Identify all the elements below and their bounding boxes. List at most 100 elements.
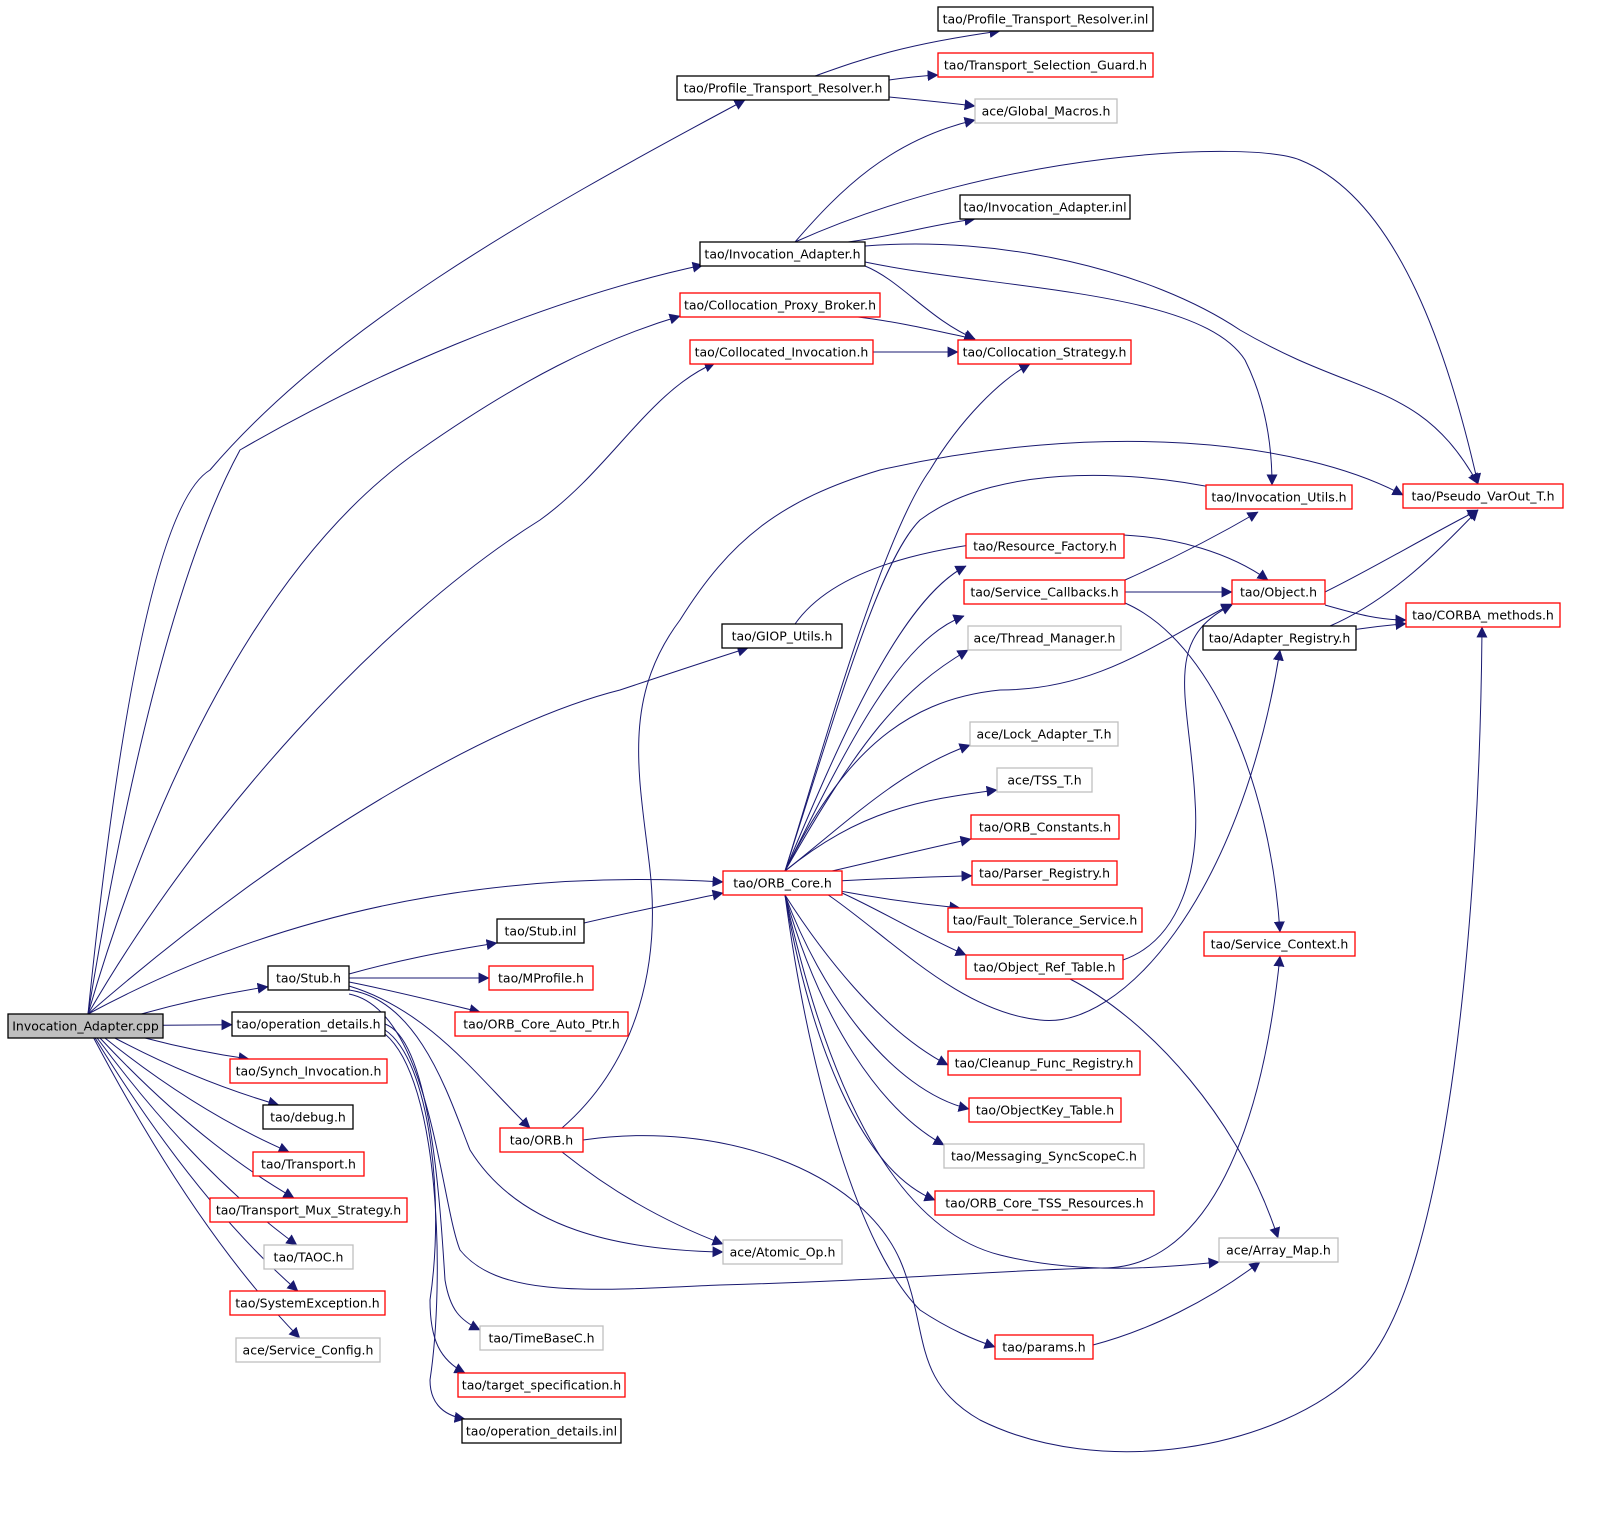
- node-label: tao/Collocation_Proxy_Broker.h: [684, 298, 876, 313]
- node-tao-mprofile-h[interactable]: tao/MProfile.h: [488, 965, 594, 991]
- node-tao-params-h[interactable]: tao/params.h: [994, 1334, 1094, 1360]
- node-invocation-adapter-cpp[interactable]: Invocation_Adapter.cpp: [7, 1013, 164, 1039]
- edge-n23-to-n22: [841, 870, 973, 882]
- node-box: [499, 1127, 584, 1153]
- node-tao-messaging-syncscopec-h[interactable]: tao/Messaging_SyncScopeC.h: [943, 1143, 1145, 1169]
- node-ace-tss-t-h[interactable]: ace/TSS_T.h: [996, 767, 1093, 793]
- edge-n0-to-n32: [144, 1037, 250, 1063]
- node-label: tao/GIOP_Utils.h: [732, 629, 833, 644]
- node-tao-transport-selection-guard-h[interactable]: tao/Transport_Selection_Guard.h: [937, 52, 1154, 78]
- edge-n0-to-n39: [99, 1037, 295, 1199]
- edge-n6-to-n5: [847, 214, 976, 243]
- node-box: [488, 965, 594, 991]
- node-tao-profile-transport-resolver-h[interactable]: tao/Profile_Transport_Resolver.h: [676, 75, 890, 101]
- edge-n25-to-n23: [583, 889, 724, 924]
- node-ace-array-map-h[interactable]: ace/Array_Map.h: [1218, 1237, 1339, 1263]
- node-tao-invocation-adapter-inl[interactable]: tao/Invocation_Adapter.inl: [959, 194, 1131, 220]
- node-ace-atomic-op-h[interactable]: ace/Atomic_Op.h: [722, 1239, 843, 1265]
- node-tao-cleanup-func-registry-h[interactable]: tao/Cleanup_Func_Registry.h: [947, 1050, 1141, 1076]
- edge-n0-to-n43: [96, 1037, 298, 1246]
- edge-n0-to-n7: [87, 313, 681, 1015]
- node-label: tao/debug.h: [270, 1110, 346, 1125]
- node-tao-fault-tolerance-service-h[interactable]: tao/Fault_Tolerance_Service.h: [947, 907, 1143, 933]
- node-label: tao/Object_Ref_Table.h: [973, 960, 1115, 975]
- edge-n6-to-n15: [794, 150, 1482, 485]
- edge-n0-to-n37: [104, 1037, 290, 1153]
- node-tao-service-callbacks-h[interactable]: tao/Service_Callbacks.h: [963, 579, 1126, 605]
- node-tao-stub-inl[interactable]: tao/Stub.inl: [496, 918, 585, 944]
- edge-n23-to-n27: [841, 892, 967, 957]
- node-label: tao/SystemException.h: [235, 1296, 379, 1311]
- edge-n27-to-n14: [1122, 604, 1233, 961]
- edge-n23-to-n19: [784, 743, 971, 872]
- node-tao-adapter-registry-h[interactable]: tao/Adapter_Registry.h: [1202, 625, 1357, 651]
- node-tao-service-context-h[interactable]: tao/Service_Context.h: [1203, 931, 1356, 957]
- edge-n28-to-n25: [348, 939, 498, 975]
- node-tao-objectkey-table-h[interactable]: tao/ObjectKey_Table.h: [968, 1097, 1122, 1123]
- node-tao-stub-h[interactable]: tao/Stub.h: [267, 965, 350, 991]
- node-label: ace/Array_Map.h: [1226, 1243, 1331, 1258]
- edge-n23-to-n42: [784, 894, 1220, 1269]
- node-ace-service-config-h[interactable]: ace/Service_Config.h: [235, 1337, 381, 1363]
- edge-n6-to-n10: [864, 261, 1278, 486]
- edge-n23-to-n13: [784, 614, 965, 872]
- node-tao-debug-h[interactable]: tao/debug.h: [262, 1104, 354, 1130]
- node-tao-collocation-strategy-h[interactable]: tao/Collocation_Strategy.h: [957, 339, 1132, 365]
- node-tao-collocation-proxy-broker-h[interactable]: tao/Collocation_Proxy_Broker.h: [679, 292, 881, 318]
- edge-n6-to-n11: [864, 243, 1479, 485]
- node-tao-timebasec-h[interactable]: tao/TimeBaseC.h: [479, 1325, 604, 1351]
- node-ace-thread-manager-h[interactable]: ace/Thread_Manager.h: [967, 625, 1122, 651]
- node-tao-profile-transport-resolver-inl[interactable]: tao/Profile_Transport_Resolver.inl: [937, 6, 1154, 32]
- node-box: [235, 1337, 381, 1363]
- node-tao-orb-constants-h[interactable]: tao/ORB_Constants.h: [970, 814, 1120, 840]
- node-label: tao/MProfile.h: [498, 971, 584, 986]
- node-label: tao/Collocated_Invocation.h: [695, 345, 869, 360]
- node-box: [1218, 1237, 1339, 1263]
- node-tao-invocation-adapter-h[interactable]: tao/Invocation_Adapter.h: [699, 241, 866, 267]
- node-tao-parser-registry-h[interactable]: tao/Parser_Registry.h: [971, 860, 1118, 886]
- node-tao-object-h[interactable]: tao/Object.h: [1231, 579, 1326, 605]
- node-tao-resource-factory-h[interactable]: tao/Resource_Factory.h: [965, 533, 1125, 559]
- node-tao-transport-mux-strategy-h[interactable]: tao/Transport_Mux_Strategy.h: [209, 1197, 408, 1223]
- node-tao-orb-h[interactable]: tao/ORB.h: [499, 1127, 584, 1153]
- node-box: [963, 579, 1126, 605]
- node-tao-giop-utils-h[interactable]: tao/GIOP_Utils.h: [721, 623, 843, 649]
- node-tao-transport-h[interactable]: tao/Transport.h: [252, 1151, 365, 1177]
- node-label: tao/TAOC.h: [274, 1250, 344, 1265]
- node-tao-corba-methods-h[interactable]: tao/CORBA_methods.h: [1405, 602, 1561, 628]
- node-tao-target-specification-h[interactable]: tao/target_specification.h: [457, 1372, 626, 1398]
- node-tao-orb-core-tss-resources-h[interactable]: tao/ORB_Core_TSS_Resources.h: [934, 1190, 1155, 1216]
- node-label: tao/Invocation_Adapter.h: [704, 247, 860, 262]
- node-ace-global-macros-h[interactable]: ace/Global_Macros.h: [974, 98, 1118, 124]
- node-label: tao/CORBA_methods.h: [1412, 608, 1554, 623]
- node-label: tao/operation_details.inl: [466, 1424, 617, 1439]
- node-box: [689, 339, 874, 365]
- node-tao-operation-details-h[interactable]: tao/operation_details.h: [231, 1011, 386, 1037]
- node-box: [679, 292, 881, 318]
- node-tao-invocation-utils-h[interactable]: tao/Invocation_Utils.h: [1205, 484, 1353, 510]
- node-tao-orb-core-h[interactable]: tao/ORB_Core.h: [722, 870, 843, 896]
- node-tao-object-ref-table-h[interactable]: tao/Object_Ref_Table.h: [965, 954, 1124, 980]
- node-tao-pseudo-varout-t-h[interactable]: tao/Pseudo_VarOut_T.h: [1402, 483, 1564, 509]
- node-tao-synch-invocation-h[interactable]: tao/Synch_Invocation.h: [229, 1058, 388, 1084]
- edge-n3-to-n4: [888, 96, 976, 111]
- node-box: [1205, 484, 1353, 510]
- node-label: tao/Service_Context.h: [1211, 937, 1349, 952]
- node-box: [1203, 931, 1356, 957]
- node-label: tao/Cleanup_Func_Registry.h: [955, 1056, 1134, 1071]
- node-ace-lock-adapter-t-h[interactable]: ace/Lock_Adapter_T.h: [969, 721, 1119, 747]
- node-label: tao/ORB_Constants.h: [979, 820, 1111, 835]
- node-tao-collocated-invocation-h[interactable]: tao/Collocated_Invocation.h: [689, 339, 874, 365]
- node-label: tao/ORB_Core_TSS_Resources.h: [945, 1196, 1143, 1211]
- edge-n0-to-n30: [162, 1019, 233, 1031]
- node-tao-orb-core-auto-ptr-h[interactable]: tao/ORB_Core_Auto_Ptr.h: [454, 1011, 629, 1037]
- edge-n3-to-n2: [888, 70, 939, 82]
- node-tao-systemexception-h[interactable]: tao/SystemException.h: [229, 1290, 386, 1316]
- node-label: tao/Invocation_Adapter.inl: [963, 200, 1126, 215]
- node-box: [937, 52, 1154, 78]
- node-label: tao/Service_Callbacks.h: [970, 585, 1118, 600]
- node-tao-operation-details-inl[interactable]: tao/operation_details.inl: [461, 1418, 622, 1444]
- node-box: [994, 1334, 1094, 1360]
- edge-n23-to-n9: [784, 363, 1031, 872]
- node-tao-taoc-h[interactable]: tao/TAOC.h: [263, 1244, 354, 1270]
